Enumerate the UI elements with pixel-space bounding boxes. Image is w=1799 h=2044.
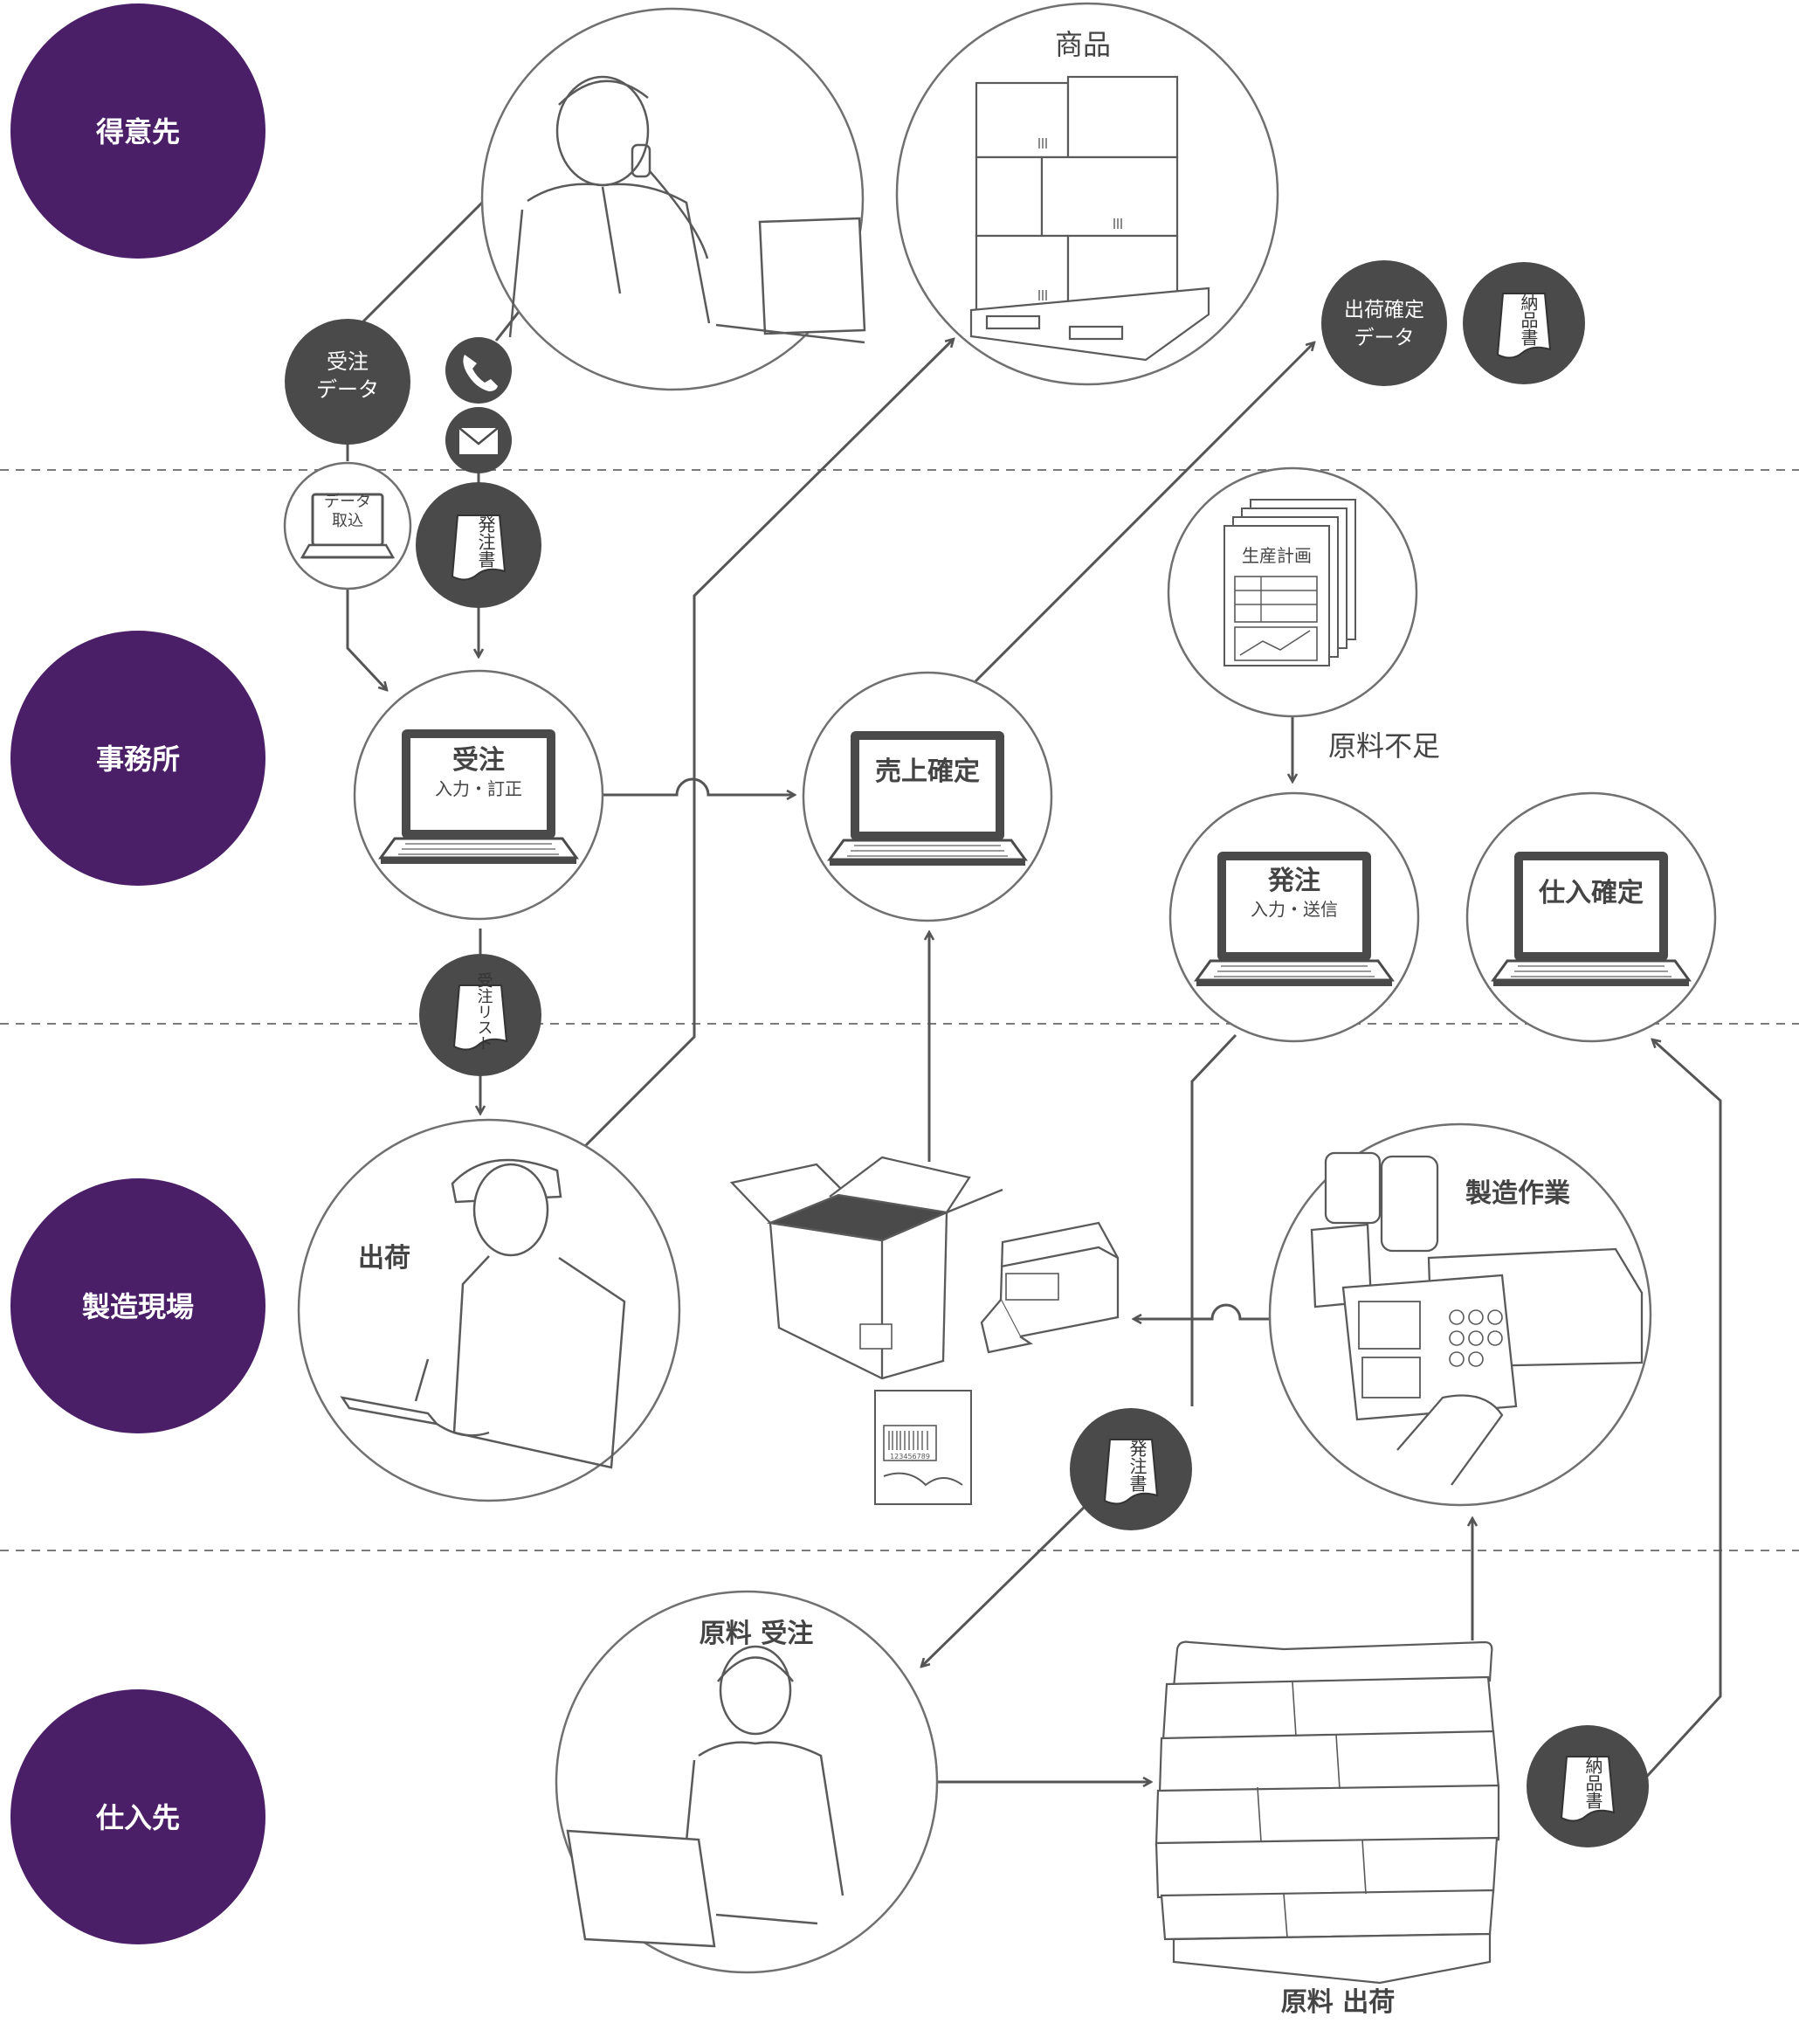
customer-scene (480, 7, 866, 391)
lane-factory-label: 製造現場 (82, 1290, 194, 1323)
ship-confirm-l1: 出荷確定 (1344, 299, 1424, 321)
material-sacks (1155, 1640, 1500, 1985)
material-order-scene: 原料 受注 (555, 1590, 939, 1974)
order-data-l1: 受注 (327, 349, 369, 374)
box-icon (969, 75, 1210, 362)
delivery-doc-badge-bottom: 納品書 (1527, 1725, 1649, 1847)
data-import-badge: データ 取込 (283, 461, 412, 590)
po-doc-badge-customer: 発注書 (416, 482, 541, 608)
laptop-icon (1492, 850, 1691, 988)
production-plan-label: 生産計画 (1242, 545, 1312, 566)
person-icon (340, 1158, 626, 1469)
ship-confirm-badge: 出荷確定 データ (1321, 260, 1447, 386)
purchase-title: 発注 (1267, 866, 1320, 896)
lane-customer: 得意先 (10, 3, 265, 259)
production-plan-node: 生産計画 (1167, 466, 1418, 718)
manufacturing-scene: 製造作業 (1268, 1122, 1652, 1507)
shipping-scene: 出荷 (297, 1118, 681, 1502)
po-doc-text-2: 発注書 (1127, 1440, 1148, 1492)
phone-icon (463, 355, 498, 391)
product-scene: 商品 (895, 2, 1279, 386)
order-entry-title: 受注 (452, 745, 505, 776)
order-data-l2: データ (316, 377, 379, 402)
lane-office-label: 事務所 (96, 742, 180, 776)
order-entry-sub: 入力・訂正 (435, 778, 522, 799)
import-l2: 取込 (332, 512, 363, 530)
person-icon (566, 1645, 844, 1948)
po-doc-text-1: 発注書 (475, 515, 496, 568)
pallet-icon (969, 287, 1210, 362)
delivery-doc-text-1: 納品書 (1518, 293, 1539, 346)
laptop-icon (828, 729, 1027, 867)
lane-office: 事務所 (10, 631, 265, 886)
order-list-text: 受注リスト (475, 972, 493, 1051)
lane-separators (0, 469, 1799, 1551)
manufacturing-label: 製造作業 (1465, 1178, 1570, 1209)
barcode-number: 123456789 (890, 1453, 930, 1460)
mail-icon (458, 427, 499, 454)
lane-factory: 製造現場 (10, 1178, 265, 1433)
lane-supplier: 仕入先 (10, 1689, 265, 1944)
printer-icon (980, 1221, 1120, 1354)
lane-customer-label: 得意先 (96, 115, 180, 148)
purchase-confirm-label: 仕入確定 (1538, 878, 1644, 908)
product-label: 商品 (1055, 28, 1111, 61)
phone-badge (445, 337, 512, 404)
document-icon (1223, 499, 1356, 666)
purchase-confirm-node: 仕入確定 (1465, 791, 1717, 1043)
sales-confirm-label: 売上確定 (875, 756, 980, 787)
lane-supplier-label: 仕入先 (96, 1801, 180, 1834)
delivery-doc-badge-top: 納品書 (1463, 262, 1585, 384)
person-icon (508, 75, 866, 344)
ship-confirm-l2: データ (1354, 327, 1415, 349)
order-list-badge: 受注リスト (419, 954, 541, 1076)
open-box (729, 1156, 1003, 1380)
barcode-label: 123456789 (874, 1390, 972, 1505)
delivery-doc-text-2: 納品書 (1582, 1757, 1603, 1809)
material-ship-label: 原料 出荷 (1281, 1987, 1395, 2018)
order-entry-node: 受注 入力・訂正 (353, 669, 604, 921)
mail-badge (445, 407, 512, 473)
order-data-badge: 受注 データ (285, 319, 410, 445)
import-l1: データ (324, 493, 371, 511)
purchase-sub: 入力・送信 (1251, 899, 1338, 920)
shipping-label: 出荷 (358, 1243, 410, 1274)
material-short-label: 原料不足 (1328, 729, 1440, 763)
po-doc-badge-factory: 発注書 (1070, 1408, 1192, 1530)
material-order-label: 原料 受注 (700, 1619, 813, 1649)
sales-confirm-node: 売上確定 (802, 671, 1053, 922)
purchase-order-node: 発注 入力・送信 (1168, 791, 1420, 1043)
